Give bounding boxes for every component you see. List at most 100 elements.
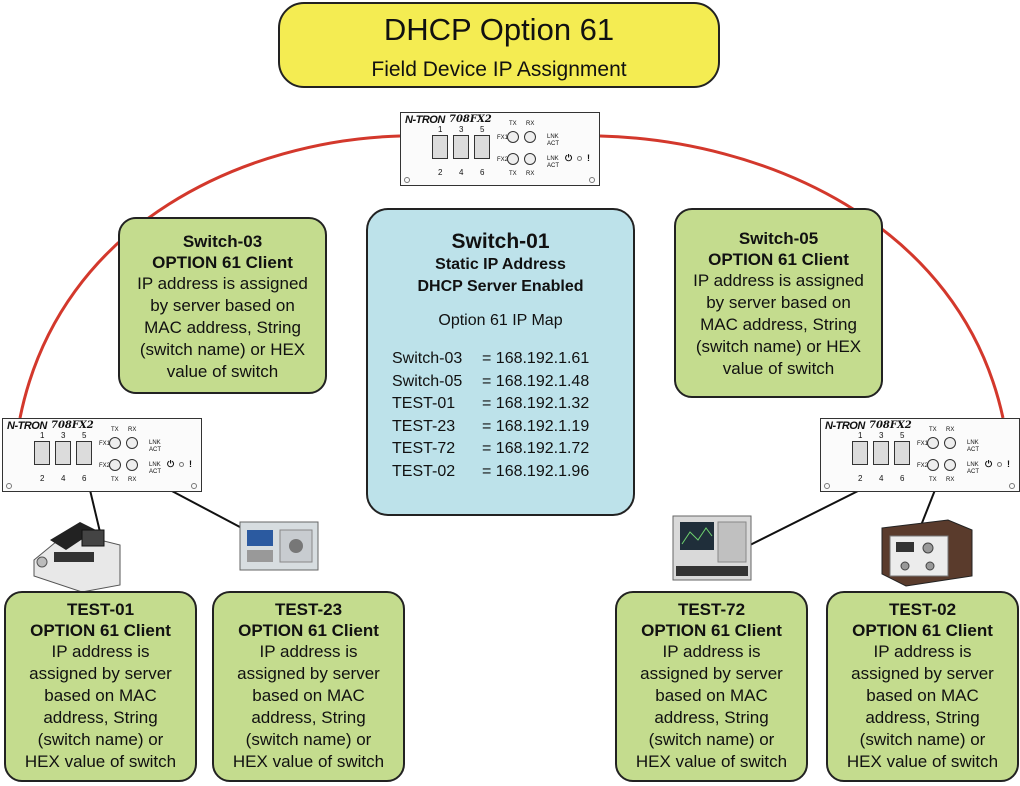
- ip-map-address: = 168.192.1.72: [482, 440, 590, 457]
- client-name: TEST-72: [677, 600, 746, 619]
- lnk-label: LNK: [967, 440, 979, 446]
- ethernet-port: [894, 441, 910, 465]
- mount-screw-icon: [6, 483, 12, 489]
- server-name: Switch-01: [451, 230, 550, 253]
- link-test02: [919, 489, 936, 529]
- test72-box: TEST-72 OPTION 61 Client IP address is a…: [615, 591, 808, 782]
- port-label: 3: [879, 431, 884, 440]
- client-desc-line: IP address is: [662, 642, 761, 661]
- power-icon: ⏻: [167, 459, 175, 469]
- ip-map-row: TEST-72 = 168.192.1.72: [392, 438, 633, 461]
- act-label: ACT: [967, 469, 979, 475]
- port-label: 5: [480, 125, 485, 134]
- ethernet-port: [55, 441, 71, 465]
- ip-map-address: = 168.192.1.19: [482, 417, 590, 435]
- lnk-label: LNK: [547, 156, 559, 162]
- ip-map-device: Switch-03: [392, 350, 463, 367]
- client-desc-line: address, String: [43, 708, 158, 727]
- mount-screw-icon: [1009, 483, 1015, 489]
- power-icon: ⏻: [565, 153, 573, 163]
- tx-label: TX: [929, 427, 937, 433]
- port-label: 1: [40, 431, 45, 440]
- client-desc-line: assigned by server: [29, 664, 172, 683]
- ip-map-device: TEST-02: [392, 462, 456, 480]
- fiber-port: [944, 437, 956, 449]
- client-desc-line: assigned by server: [237, 664, 380, 683]
- ip-map-table: Switch-03= 168.192.1.61 Switch-05= 168.1…: [392, 348, 633, 483]
- port-label: 1: [858, 431, 863, 440]
- act-label: ACT: [149, 469, 161, 475]
- switch-device-right: N-TRON 708FX2 1 3 5 2 4 6 TX RX FX1 FX2 …: [820, 418, 1020, 492]
- ethernet-port: [873, 441, 889, 465]
- client-name: Switch-05: [738, 229, 819, 248]
- ring-link-left: [18, 134, 401, 419]
- port-label: 4: [879, 474, 884, 483]
- ethernet-port: [34, 441, 50, 465]
- client-desc-line: HEX value of switch: [24, 752, 177, 771]
- client-desc-line: MAC address, String: [700, 315, 857, 334]
- client-desc-line: value of switch: [722, 359, 835, 378]
- ethernet-port: [474, 135, 490, 159]
- client-desc-line: address, String: [251, 708, 366, 727]
- tx-label: TX: [509, 121, 517, 127]
- client-desc-line: based on MAC: [252, 686, 365, 705]
- fiber-port: [507, 153, 519, 165]
- client-desc-line: address, String: [865, 708, 980, 727]
- mount-screw-icon: [191, 483, 197, 489]
- port-label: 3: [459, 125, 464, 134]
- act-label: ACT: [547, 141, 559, 147]
- switch-device-left: N-TRON 708FX2 1 3 5 2 4 6 TX RX FX1 FX2 …: [2, 418, 202, 492]
- fx2-label: FX2: [497, 157, 509, 163]
- client-desc-line: assigned by server: [640, 664, 783, 683]
- switch05-box: Switch-05 OPTION 61 Client IP address is…: [674, 208, 883, 398]
- port-label: 5: [900, 431, 905, 440]
- test02-instrument-icon: [881, 519, 973, 587]
- fiber-port: [524, 153, 536, 165]
- client-desc-line: IP address is assigned: [137, 274, 308, 293]
- client-role: OPTION 61 Client: [708, 250, 849, 269]
- act-label: ACT: [149, 447, 161, 453]
- ip-map-device: TEST-72: [392, 440, 456, 457]
- switch03-box: Switch-03 OPTION 61 Client IP address is…: [118, 217, 327, 394]
- fx2-label: FX2: [99, 463, 111, 469]
- client-desc-line: (switch name) or HEX: [695, 337, 862, 356]
- ip-map-row: Switch-03 = 168.192.1.61: [392, 348, 633, 371]
- ip-map-address: = 168.192.1.32: [482, 395, 590, 412]
- fault-indicator-icon: !: [189, 459, 192, 469]
- client-role: OPTION 61 Client: [641, 621, 782, 640]
- client-desc-line: IP address is: [259, 642, 358, 661]
- fx2-label: FX2: [917, 463, 929, 469]
- port-label: 4: [61, 474, 66, 483]
- fiber-port: [109, 437, 121, 449]
- test72-instrument-icon: [672, 515, 752, 581]
- tx-label: TX: [111, 427, 119, 433]
- fiber-port: [109, 459, 121, 471]
- mount-screw-icon: [824, 483, 830, 489]
- client-desc-line: MAC address, String: [144, 318, 301, 337]
- ethernet-port: [76, 441, 92, 465]
- client-desc-line: based on MAC: [44, 686, 157, 705]
- client-name: TEST-23: [274, 600, 343, 619]
- client-desc-line: (switch name) or: [859, 730, 986, 749]
- power-icon: ⏻: [985, 459, 993, 469]
- title-banner: DHCP Option 61 Field Device IP Assignmen…: [278, 2, 720, 88]
- client-desc-line: IP address is: [51, 642, 150, 661]
- client-desc-line: by server based on: [150, 296, 295, 315]
- test02-box: TEST-02 OPTION 61 Client IP address is a…: [826, 591, 1019, 782]
- ethernet-port: [432, 135, 448, 159]
- client-desc-line: IP address is assigned: [693, 271, 864, 290]
- ip-map-address: = 168.192.1.48: [482, 372, 590, 390]
- ntron-logo: N-TRON: [405, 114, 445, 126]
- fiber-port: [126, 437, 138, 449]
- ip-map-address: = 168.192.1.61: [482, 350, 590, 367]
- ntron-logo: N-TRON: [825, 420, 865, 432]
- mount-screw-icon: [589, 177, 595, 183]
- port-label: 1: [438, 125, 443, 134]
- status-led: [997, 462, 1002, 467]
- client-name: TEST-02: [888, 600, 957, 619]
- link-test01: [89, 489, 101, 533]
- ip-map-device: TEST-23: [392, 417, 456, 435]
- fx1-label: FX1: [99, 441, 111, 447]
- client-desc-line: based on MAC: [655, 686, 768, 705]
- test01-box: TEST-01 OPTION 61 Client IP address is a…: [4, 591, 197, 782]
